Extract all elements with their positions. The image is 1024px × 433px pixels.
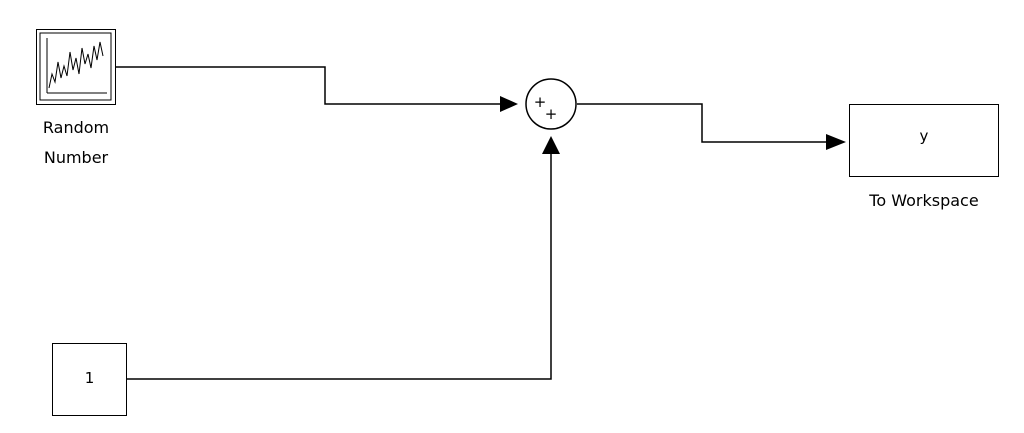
random-signal-icon	[39, 32, 112, 101]
workspace-variable: y	[919, 127, 929, 145]
sum-sign-top: +	[533, 93, 547, 111]
random-number-label-line1: Random	[42, 118, 110, 137]
to-workspace-label: To Workspace	[869, 191, 979, 210]
arrow-into-workspace	[826, 134, 846, 150]
to-workspace-block[interactable]: y	[849, 104, 999, 177]
constant-block[interactable]: 1	[52, 343, 127, 416]
random-number-block[interactable]	[36, 29, 116, 105]
line-constant-to-sum[interactable]	[127, 153, 552, 380]
line-sum-to-workspace[interactable]	[577, 103, 826, 143]
sum-block[interactable]	[525, 78, 577, 130]
constant-value: 1	[84, 369, 95, 387]
line-random-to-sum[interactable]	[116, 66, 500, 105]
random-number-label-line2: Number	[43, 148, 109, 167]
sum-sign-bottom: +	[544, 105, 558, 123]
arrow-into-sum-bottom	[542, 136, 560, 154]
arrow-into-sum-left	[500, 96, 518, 112]
